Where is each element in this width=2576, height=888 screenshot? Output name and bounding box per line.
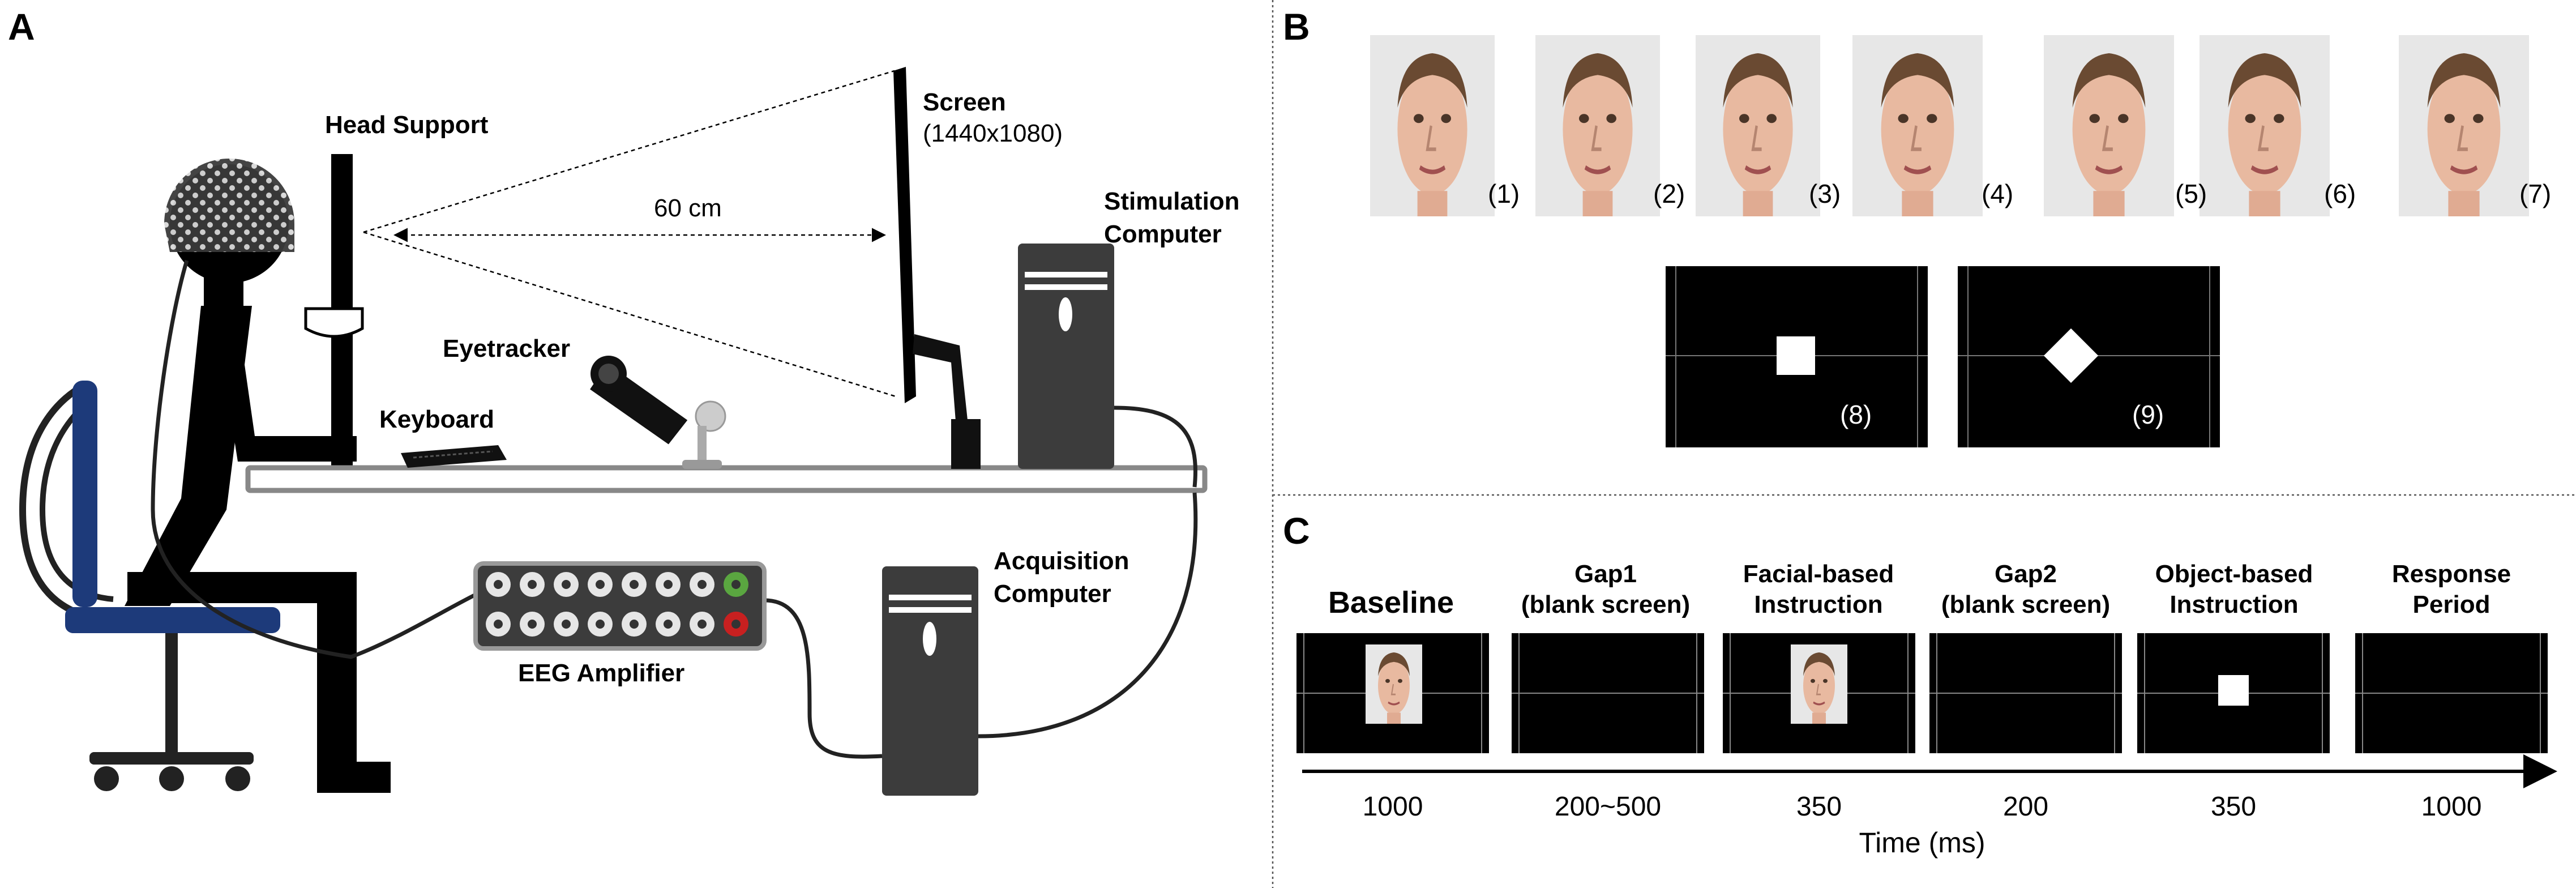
face-label: (3)	[1809, 179, 1841, 208]
stage-title-line1: Gap1	[1574, 560, 1637, 588]
panel-a-letter: A	[8, 6, 35, 48]
amplifier-socket-center	[596, 580, 605, 589]
stimulation-computer-icon	[1018, 244, 1197, 488]
screen-resolution-label: (1440x1080)	[923, 119, 1063, 147]
face-label: (2)	[1653, 179, 1685, 208]
amplifier-socket-center	[596, 620, 605, 629]
stage-duration: 350	[1796, 792, 1842, 822]
person-silhouette	[125, 159, 477, 793]
amplifier-socket-center	[630, 620, 639, 629]
face-stimulus	[2200, 35, 2330, 216]
stage-title-line2: (blank screen)	[1521, 591, 1690, 618]
amplifier-socket-center	[528, 580, 537, 589]
amplifier-socket-center	[698, 580, 707, 589]
monitor-icon	[893, 67, 981, 469]
amplifier-socket-center	[562, 580, 571, 589]
face-stimulus	[2044, 35, 2174, 216]
face-stimulus	[1696, 35, 1820, 216]
object-stimulus-diamond	[1958, 266, 2220, 447]
acquisition-computer-icon	[764, 492, 1198, 796]
stage-duration: 1000	[1363, 792, 1423, 822]
face-label: (6)	[2324, 179, 2356, 208]
stage-title-line2: Baseline	[1328, 586, 1454, 620]
stage-screen-gap1	[1512, 633, 1704, 753]
amplifier-socket-center	[494, 580, 503, 589]
amplifier-socket-center	[731, 620, 741, 629]
panel-a: A	[8, 6, 1240, 796]
stage-title-line1: Facial-based	[1743, 560, 1894, 588]
stage-screen-facial-instruction	[1723, 633, 1915, 753]
stage-title-line1: Object-based	[2155, 560, 2313, 588]
eeg-amplifier-icon	[473, 561, 767, 651]
stage-screen-object-instruction	[2137, 633, 2330, 753]
stage-screen-response	[2355, 633, 2548, 753]
stage-screen-baseline	[1296, 633, 1489, 753]
stage-title-line1: Gap2	[1995, 560, 2057, 588]
amplifier-socket-center	[494, 620, 503, 629]
stage-duration: 200	[2003, 792, 2048, 822]
amplifier-socket-center	[562, 620, 571, 629]
amplifier-socket-center	[731, 580, 741, 589]
stage-title-line2: (blank screen)	[1941, 591, 2110, 618]
amplifier-socket-center	[630, 580, 639, 589]
face-stimulus	[1535, 35, 1660, 216]
eyetracker-label: Eyetracker	[443, 335, 570, 362]
panel-c-letter: C	[1283, 510, 1310, 552]
panel-b: B (1) (2) (3) (4) (5) (6) (7) (8)	[1283, 6, 2551, 447]
time-axis-label: Time (ms)	[1859, 827, 1985, 859]
stage-title-line1: Response	[2392, 560, 2511, 588]
acquisition-computer-label-line1: Acquisition	[994, 547, 1129, 575]
table	[245, 465, 1208, 493]
chair	[19, 381, 280, 791]
face-stimulus	[1370, 35, 1495, 216]
face-label: (7)	[2519, 179, 2551, 208]
head-support	[304, 154, 364, 468]
keyboard-icon	[401, 445, 507, 468]
amplifier-socket-center	[664, 620, 673, 629]
stage-title-line2: Period	[2413, 591, 2491, 618]
eeg-amplifier-label: EEG Amplifier	[518, 659, 684, 687]
stage-screen-gap2	[1929, 633, 2122, 753]
acquisition-computer-label-line2: Computer	[994, 580, 1111, 608]
stage-duration: 200~500	[1555, 792, 1661, 822]
object-label: (9)	[2132, 400, 2164, 429]
stage-title-line2: Instruction	[1754, 591, 1882, 618]
panel-b-letter: B	[1283, 6, 1310, 48]
screen-label: Screen	[923, 88, 1006, 116]
stimulation-computer-label-line2: Computer	[1104, 220, 1222, 248]
amplifier-socket-center	[528, 620, 537, 629]
stage-duration: 350	[2211, 792, 2256, 822]
viewing-angle	[363, 70, 896, 398]
face-label: (5)	[2175, 179, 2207, 208]
object-stimulus-square	[1666, 266, 1928, 447]
face-stimulus	[2399, 35, 2529, 216]
face-label: (4)	[1982, 179, 2013, 208]
stage-title-line2: Instruction	[2170, 591, 2298, 618]
distance-label: 60 cm	[654, 194, 722, 222]
keyboard-label: Keyboard	[379, 405, 494, 433]
face-label: (1)	[1488, 179, 1520, 208]
amplifier-socket-center	[698, 620, 707, 629]
stimulation-computer-label-line1: Stimulation	[1104, 187, 1240, 215]
panel-c: C Baseline Gap1 (blank screen) Facial-ba…	[1283, 510, 2557, 859]
head-support-label: Head Support	[325, 111, 489, 139]
object-label: (8)	[1840, 400, 1872, 429]
amplifier-socket-center	[664, 580, 673, 589]
stage-duration: 1000	[2421, 792, 2482, 822]
eyetracker-icon	[590, 356, 726, 469]
face-stimulus	[1852, 35, 1983, 216]
